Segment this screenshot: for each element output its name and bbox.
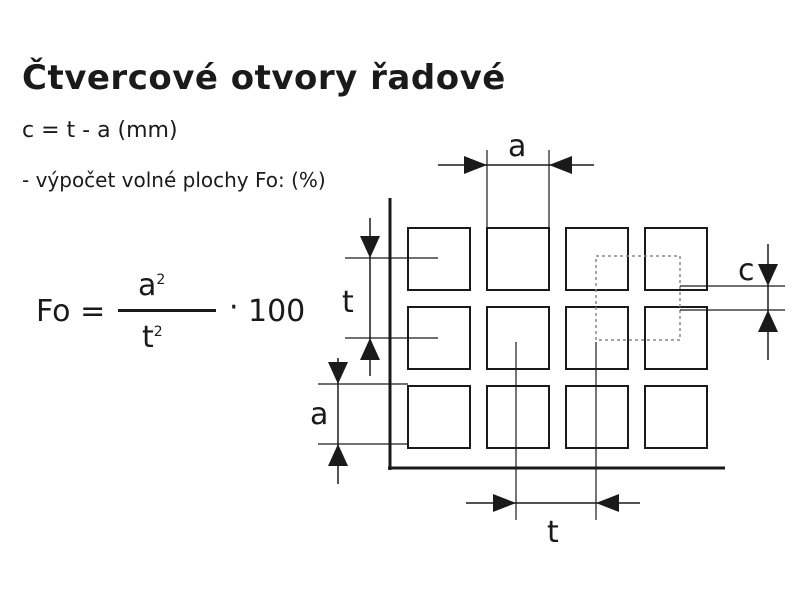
diagram-title: Čtvercové otvory řadové [22, 58, 506, 98]
formula-c: c = t - a (mm) [22, 118, 178, 143]
dimension-a-left: a [310, 358, 348, 484]
label-t-bottom: t [547, 515, 559, 550]
fraction-bar [118, 309, 216, 312]
formula-operator: · [229, 290, 239, 325]
dimension-a-top: a [438, 129, 594, 174]
square-hole [644, 306, 708, 370]
square-hole [486, 385, 550, 449]
label-c-right: c [738, 253, 755, 288]
label-t-left: t [342, 285, 354, 320]
formula-numerator: a2 [138, 268, 166, 303]
square-hole [644, 227, 708, 291]
dimension-t-left: t [342, 218, 380, 376]
formula-denominator: t2 [142, 320, 163, 355]
denominator-exponent: 2 [153, 324, 163, 340]
dimension-t-bottom: t [466, 494, 640, 550]
label-a-top: a [508, 129, 526, 164]
square-hole [644, 385, 708, 449]
square-hole [565, 385, 629, 449]
square-hole [486, 306, 550, 370]
formula-lhs: Fo = [36, 294, 106, 329]
formula-constant: 100 [248, 294, 306, 329]
square-hole [565, 306, 629, 370]
square-hole [407, 227, 471, 291]
square-holes-grid [407, 227, 708, 449]
dimension-c-right: c [738, 244, 778, 360]
open-area-description: - výpočet volné plochy Fo: (%) [22, 168, 326, 192]
numerator-exponent: 2 [156, 272, 166, 288]
open-area-formula: Fo = a2 t2 · 100 [36, 268, 305, 368]
square-hole [486, 227, 550, 291]
extension-lines [318, 150, 785, 520]
dashed-pitch-square [595, 255, 681, 341]
square-hole [407, 385, 471, 449]
square-hole [565, 227, 629, 291]
label-a-left: a [310, 397, 328, 432]
